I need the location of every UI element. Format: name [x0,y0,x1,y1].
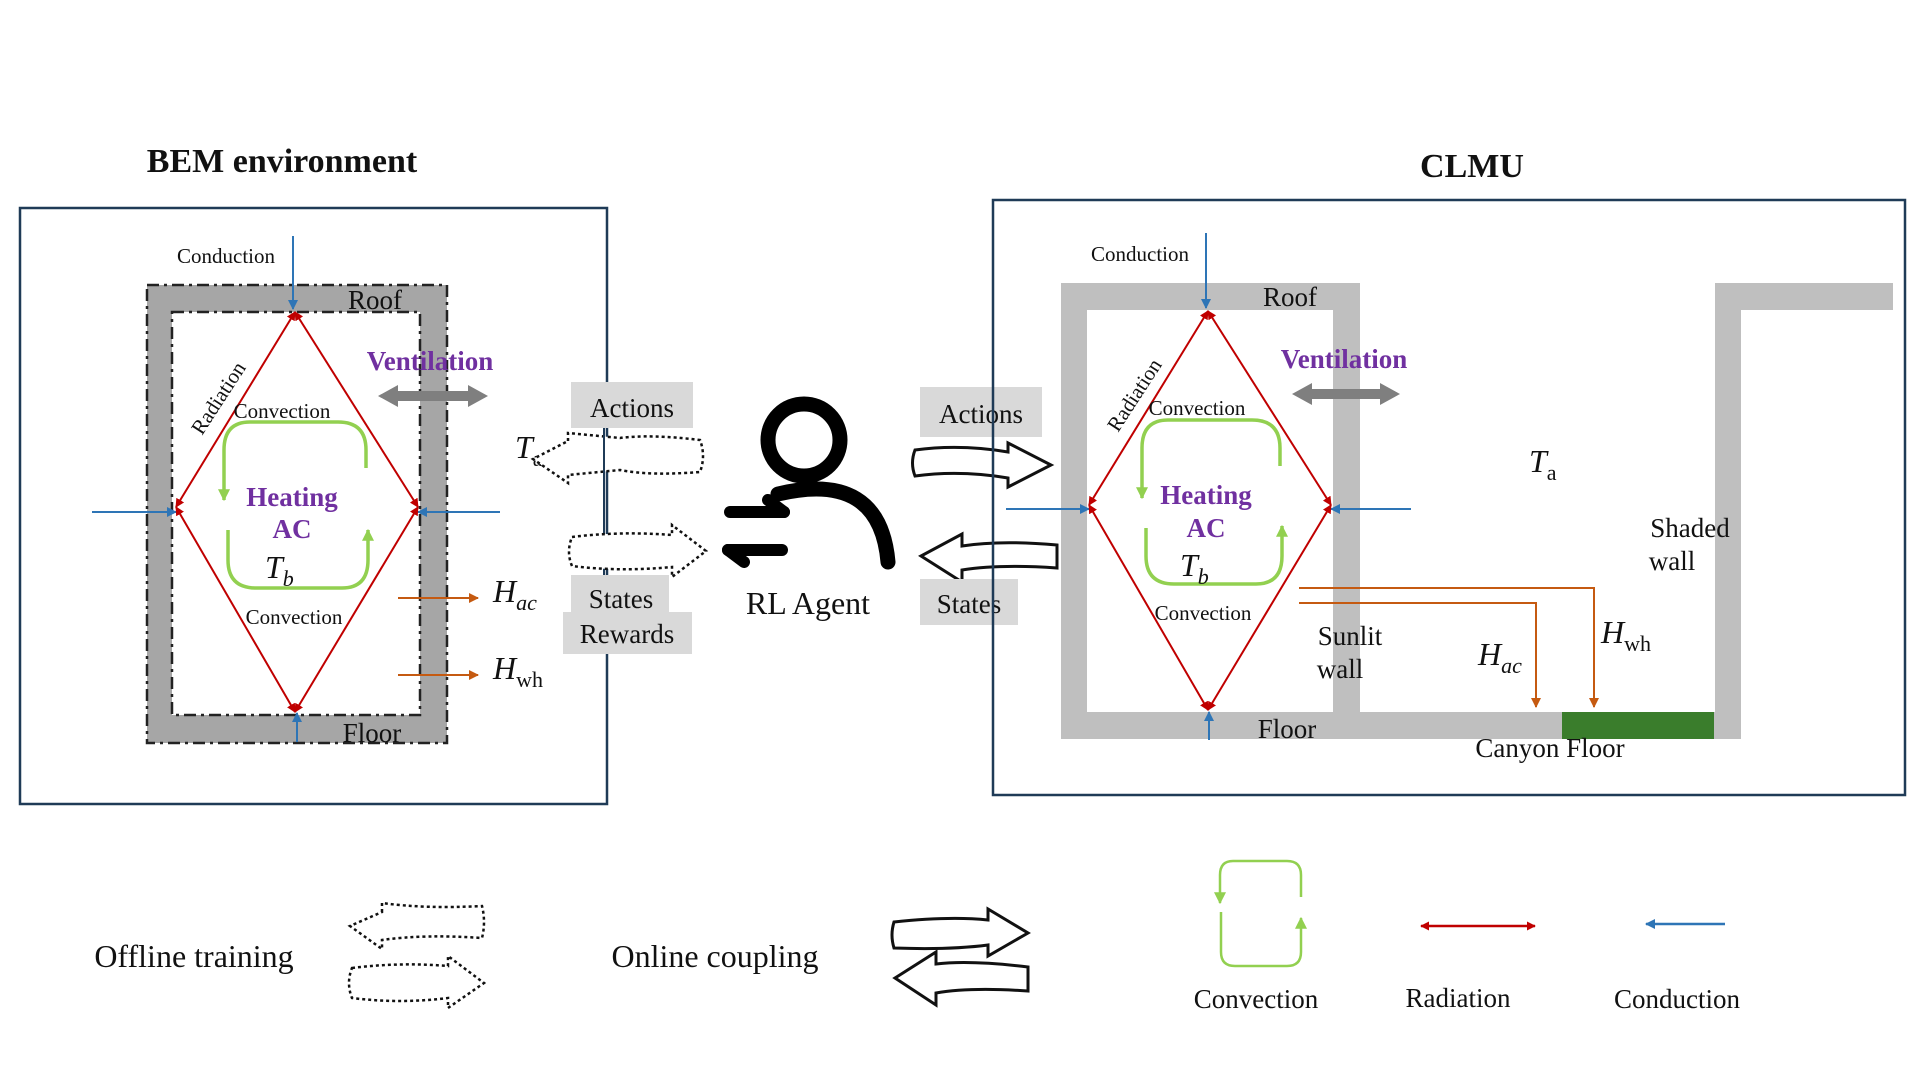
clmu-panel: CLMU Roof Floor Canyon Floor Sunlit wall… [991,148,1907,797]
bem-tb-symbol: Tb [265,549,294,591]
bem-convection-top-label: Convection [234,399,331,423]
agent-panel: Actions States Rewards RL Agent Actions … [530,382,1059,654]
bem-conduction-label: Conduction [177,244,275,268]
bem-ac-label: AC [273,514,312,544]
offline-rewards-box [563,612,692,654]
clmu-sunlit-label-1: Sunlit [1318,621,1383,651]
clmu-conduction-label: Conduction [1091,242,1189,266]
offline-states-label: States [589,584,654,614]
clmu-hwh-symbol: Hwh [1600,614,1651,656]
clmu-ventilation-label: Ventilation [1281,344,1408,374]
clmu-shaded-wall [1715,283,1893,739]
legend-online-arrow-right [890,906,1031,959]
bem-hac-symbol: Hac [492,573,537,615]
legend-offline-arrow-left [347,901,486,952]
clmu-shaded-label-1: Shaded [1650,513,1730,543]
clmu-roof-label: Roof [1263,282,1317,312]
bem-ventilation-label: Ventilation [367,346,494,376]
legend-radiation-label: Radiation [1406,983,1511,1013]
bem-radiation-label: Radiation [186,357,251,439]
rl-agent-icon [722,396,896,570]
bem-ta-symbol: Ta [515,429,543,471]
offline-rewards-label: Rewards [580,619,674,649]
online-actions-label: Actions [939,399,1023,429]
legend-convection-icon [1214,859,1307,968]
offline-states-box [571,575,669,615]
online-action-arrow [911,440,1055,490]
clmu-radiation-diamond [1088,310,1332,711]
bem-roof-label: Roof [348,285,402,315]
clmu-ta-symbol: Ta [1529,443,1557,485]
clmu-floor-label: Floor [1258,714,1317,744]
clmu-ac-label: AC [1187,513,1226,543]
bem-hwh-symbol: Hwh [492,650,543,692]
bem-frame [18,206,609,806]
legend: Offline training Online coupling Convect… [94,859,1740,1014]
clmu-sunlit-label-2: wall [1317,654,1364,684]
bem-heating-label: Heating [246,482,338,512]
bem-title: BEM environment [147,143,418,180]
offline-state-arrow [567,522,709,580]
clmu-tb-symbol: Tb [1180,547,1209,589]
clmu-heating-label: Heating [1160,480,1252,510]
offline-actions-box [571,382,693,428]
legend-conduction-label: Conduction [1614,984,1740,1014]
online-actions-box [920,387,1042,437]
bem-ventilation-arrow [378,385,488,407]
legend-online-arrow-left [892,949,1030,1008]
rl-agent-label: RL Agent [746,585,870,621]
bem-floor-label: Floor [343,718,402,748]
legend-online-label: Online coupling [611,938,818,974]
clmu-hwh-arrow [1299,587,1599,708]
clmu-title: CLMU [1420,148,1524,185]
clmu-hac-symbol: Hac [1477,636,1522,678]
clmu-convection-top-label: Convection [1149,396,1246,420]
clmu-canyon-floor-label: Canyon Floor [1475,733,1624,763]
offline-action-arrow [530,431,705,486]
legend-convection-label: Convection [1194,984,1319,1014]
clmu-canyon-floor [1562,712,1714,739]
clmu-frame [991,198,1907,797]
clmu-convection-loop [1136,418,1288,586]
online-states-box [920,579,1018,625]
bem-panel: BEM environment Roof Floor Conduction Ra… [18,143,609,806]
legend-offline-arrow-right [347,953,487,1011]
bem-radiation-diamond [175,311,419,713]
clmu-convection-bottom-label: Convection [1155,601,1252,625]
clmu-ventilation-arrow [1292,383,1400,405]
clmu-shaded-label-2: wall [1649,546,1696,576]
legend-offline-label: Offline training [94,938,293,974]
online-states-label: States [937,589,1002,619]
bem-convection-loop [218,420,374,590]
bem-convection-bottom-label: Convection [246,605,343,629]
offline-actions-label: Actions [590,393,674,423]
clmu-hac-arrow [1299,602,1541,708]
online-state-arrow [918,531,1059,585]
